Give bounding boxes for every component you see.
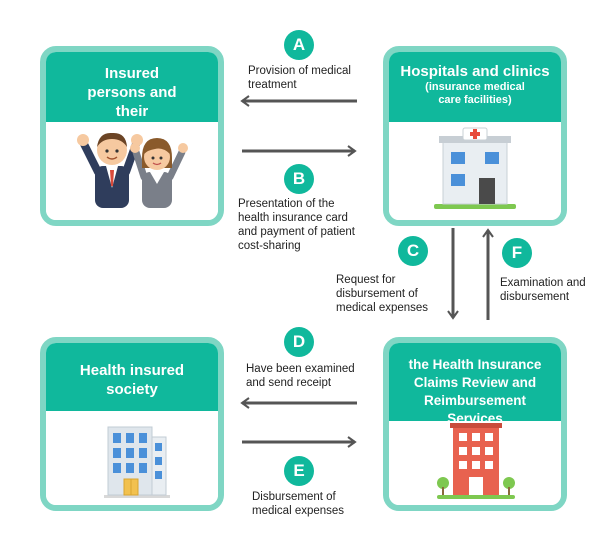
step-c-label: Request for disbursement of medical expe… [336,274,429,314]
people-icon [77,132,188,208]
step-f-badge: F [502,238,532,268]
step-a-badge: A [284,30,314,60]
step-d-badge: D [284,327,314,357]
claims-review-title: the Health Insurance Claims Review and R… [389,343,561,426]
step-b-label: Presentation of the health insurance car… [238,198,355,252]
step-e-badge: E [284,456,314,486]
health-insured-society-box: Health insured society [40,337,224,511]
step-e-label: Disbursement of medical expenses [252,491,345,517]
office-tower-icon [437,423,515,499]
claims-review-box: the Health Insurance Claims Review and R… [383,337,567,511]
hospitals-subtitle: (insurance medical care facilities) [425,81,525,106]
hospitals-box: Hospitals and clinics (insurance medical… [383,46,567,226]
hospitals-title-text: Hospitals and clinics [400,63,550,80]
insured-persons-box: Insured persons and their dependents [40,46,224,226]
step-d-label: Have been examined and send receipt [246,363,355,389]
hospital-illustration [389,122,561,220]
step-f-label: Examination and disbursement [500,277,586,303]
insured-persons-title: Insured persons and their dependents [46,52,218,139]
step-b-badge: B [284,164,314,194]
office-building-icon [104,426,170,498]
hospitals-title: Hospitals and clinics (insurance medical… [389,52,561,122]
hospital-building-icon [434,127,516,209]
step-c-badge: C [398,236,428,266]
insured-persons-illustration [46,122,218,220]
health-insured-society-title: Health insured society [46,343,218,411]
step-a-label: Provision of medical treatment [248,65,351,91]
society-illustration [46,411,218,505]
review-illustration [389,421,561,505]
